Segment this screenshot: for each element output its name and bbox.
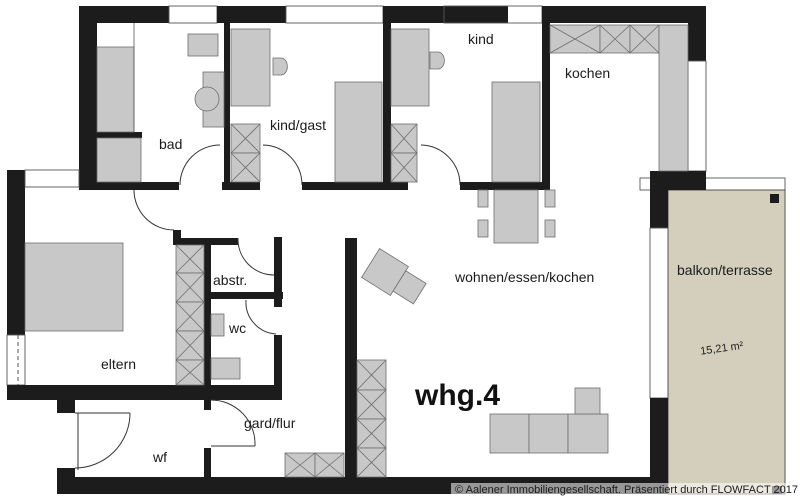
room-label-kochen: kochen <box>565 65 610 81</box>
room-label-abstr: abstr. <box>213 272 247 288</box>
bed <box>334 81 383 183</box>
room-label-gard-flur: gard/flur <box>244 415 296 431</box>
room-label-wf: wf <box>152 449 167 465</box>
room-label-kind: kind <box>468 31 494 47</box>
apartment-title: whg.4 <box>414 379 500 412</box>
dining-table <box>493 189 539 244</box>
balcony-area <box>667 189 786 495</box>
bathtub <box>96 46 135 133</box>
desk <box>230 28 271 107</box>
double-bed <box>24 242 124 332</box>
wardrobe <box>230 123 261 183</box>
sofa <box>489 413 530 454</box>
room-label-eltern: eltern <box>101 356 136 372</box>
copyright-notice: © Aalener Immobiliengesellschaft. Präsen… <box>451 483 800 498</box>
toilet <box>210 313 225 337</box>
washbasin <box>194 86 220 112</box>
kitchen-counter <box>658 24 689 172</box>
room-label-balkon: balkon/terrasse <box>677 262 773 278</box>
room-label-bad: bad <box>159 136 182 152</box>
room-label-wc: wc <box>228 320 246 336</box>
wall <box>79 6 169 23</box>
room-label-wohnen: wohnen/essen/kochen <box>454 269 594 285</box>
room-label-kind-gast: kind/gast <box>270 117 326 133</box>
door <box>179 144 221 186</box>
